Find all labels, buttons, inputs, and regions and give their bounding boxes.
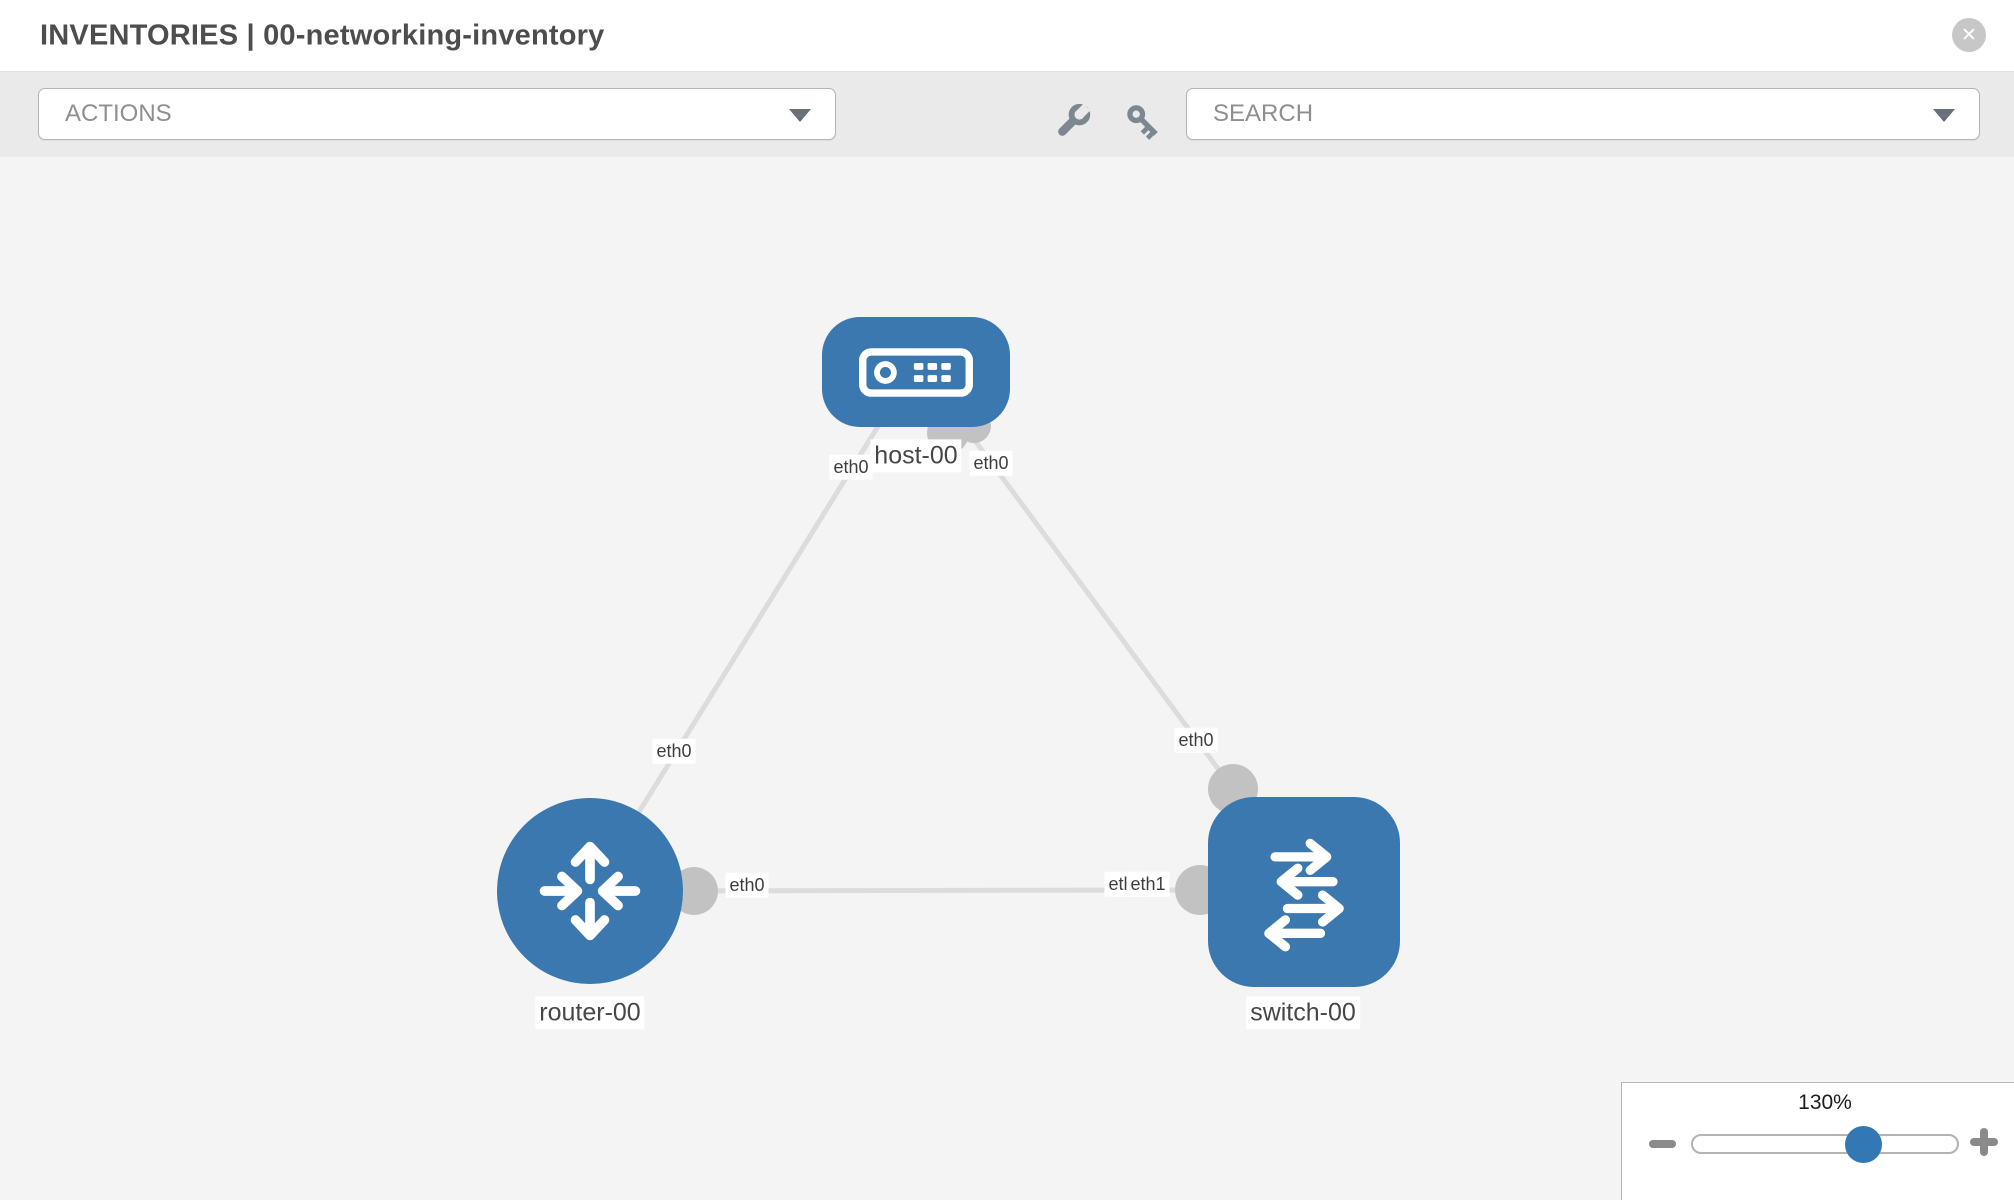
node-label-switch-00: switch-00: [1246, 996, 1360, 1030]
topology-edges-layer: [587, 405, 1258, 915]
actions-caret-icon: [789, 109, 811, 122]
zoom-in-button[interactable]: [1969, 1127, 1999, 1157]
header-bar: INVENTORIES | 00-networking-inventory ✕: [0, 0, 2014, 72]
node-switch-00[interactable]: [1208, 797, 1400, 987]
iface-label-router-to-host: eth0: [652, 738, 696, 764]
topology-canvas[interactable]: eth0 eth0 eth0 eth0 eth0 eth0 eth1 host-…: [0, 157, 2014, 1200]
configure-button[interactable]: [1050, 100, 1094, 144]
zoom-panel: 130%: [1621, 1082, 2014, 1200]
zoom-slider-track[interactable]: [1691, 1134, 1959, 1154]
iface-label-router-to-switch: eth0: [725, 872, 769, 898]
link-host-router[interactable]: [587, 405, 893, 893]
key-icon: [1127, 105, 1158, 140]
node-router-00[interactable]: [497, 798, 683, 984]
close-button[interactable]: ✕: [1952, 18, 1986, 52]
host-icon: [859, 347, 973, 397]
node-label-host-00: host-00: [870, 439, 962, 473]
search-dropdown-label: SEARCH: [1213, 100, 1314, 127]
zoom-out-button[interactable]: [1649, 1140, 1676, 1148]
zoom-value: 130%: [1798, 1091, 1852, 1114]
zoom-slider-thumb[interactable]: [1845, 1126, 1882, 1163]
wrench-icon: [1058, 103, 1091, 136]
actions-dropdown-label: ACTIONS: [65, 100, 172, 127]
actions-dropdown[interactable]: ACTIONS: [38, 88, 836, 140]
toolbar: ACTIONS SEARCH: [0, 72, 2014, 158]
switch-icon: [1264, 838, 1344, 952]
search-caret-icon: [1933, 109, 1955, 122]
iface-label-host-to-switch: eth0: [969, 450, 1013, 476]
node-host-00[interactable]: [822, 317, 1010, 427]
iface-label-host-to-router: eth0: [829, 454, 873, 480]
page-title: INVENTORIES | 00-networking-inventory: [40, 19, 605, 51]
router-icon: [539, 841, 641, 941]
node-label-router-00: router-00: [535, 996, 645, 1030]
iface-label-switch-to-host: eth0: [1174, 727, 1218, 753]
close-icon: ✕: [1961, 24, 1977, 46]
search-dropdown[interactable]: SEARCH: [1186, 88, 1980, 140]
credentials-button[interactable]: [1122, 100, 1166, 144]
iface-label-switch-to-router: eth1: [1126, 871, 1170, 897]
